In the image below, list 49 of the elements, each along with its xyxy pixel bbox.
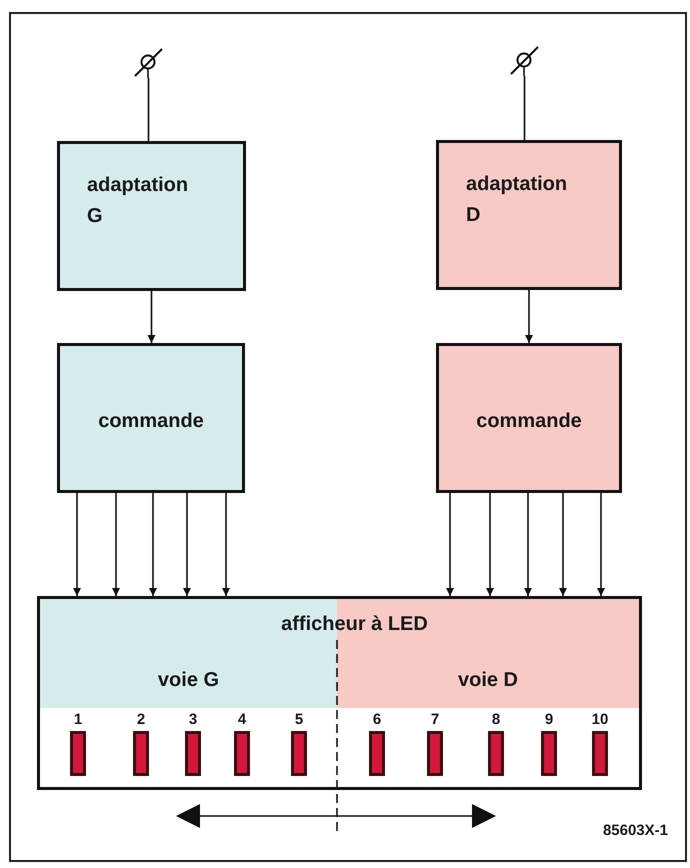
block-box xyxy=(436,343,622,493)
block-label: commande xyxy=(475,410,583,433)
block-label: adaptation D xyxy=(466,172,568,228)
led-number: 5 xyxy=(294,711,304,728)
arrow xyxy=(597,493,605,596)
arrow xyxy=(149,493,157,596)
led-segment xyxy=(133,731,149,776)
arrow xyxy=(524,493,532,596)
led-number: 2 xyxy=(136,711,146,728)
led-number: 3 xyxy=(188,711,198,728)
arrow xyxy=(446,493,454,596)
arrow xyxy=(525,290,533,343)
arrow xyxy=(148,291,156,343)
arrow xyxy=(559,493,567,596)
channel-label: voie G xyxy=(156,669,220,692)
figure-code: 85603X-1 xyxy=(602,822,668,839)
led-segment xyxy=(541,731,557,776)
connector-line xyxy=(148,78,150,141)
led-display-block xyxy=(37,596,642,790)
display-title: afficheur à LED xyxy=(280,613,429,636)
block-label: adaptation G xyxy=(87,173,190,229)
led-number: 10 xyxy=(590,711,610,728)
block-label: commande xyxy=(97,410,205,433)
led-segment xyxy=(369,731,385,776)
led-number: 9 xyxy=(544,711,554,728)
led-segment xyxy=(234,731,250,776)
input-terminal-icon xyxy=(510,46,539,76)
led-segment xyxy=(488,731,504,776)
led-number: 1 xyxy=(72,711,84,728)
led-segment xyxy=(70,731,86,776)
arrow xyxy=(222,493,230,596)
led-number: 6 xyxy=(372,711,382,728)
arrow xyxy=(486,493,494,596)
led-segment xyxy=(291,731,307,776)
led-number: 4 xyxy=(236,711,248,728)
led-segment xyxy=(185,731,201,776)
block-box xyxy=(57,343,245,493)
led-number: 8 xyxy=(490,711,502,728)
led-number: 7 xyxy=(430,711,440,728)
arrow xyxy=(183,493,191,596)
block-box xyxy=(57,141,246,291)
input-terminal-icon xyxy=(134,48,163,78)
connector-line xyxy=(524,76,526,140)
arrow xyxy=(73,493,81,596)
block-box xyxy=(436,140,622,290)
arrow xyxy=(112,493,120,596)
led-segment xyxy=(592,731,608,776)
led-segment xyxy=(427,731,443,776)
channel-label: voie D xyxy=(456,669,520,692)
